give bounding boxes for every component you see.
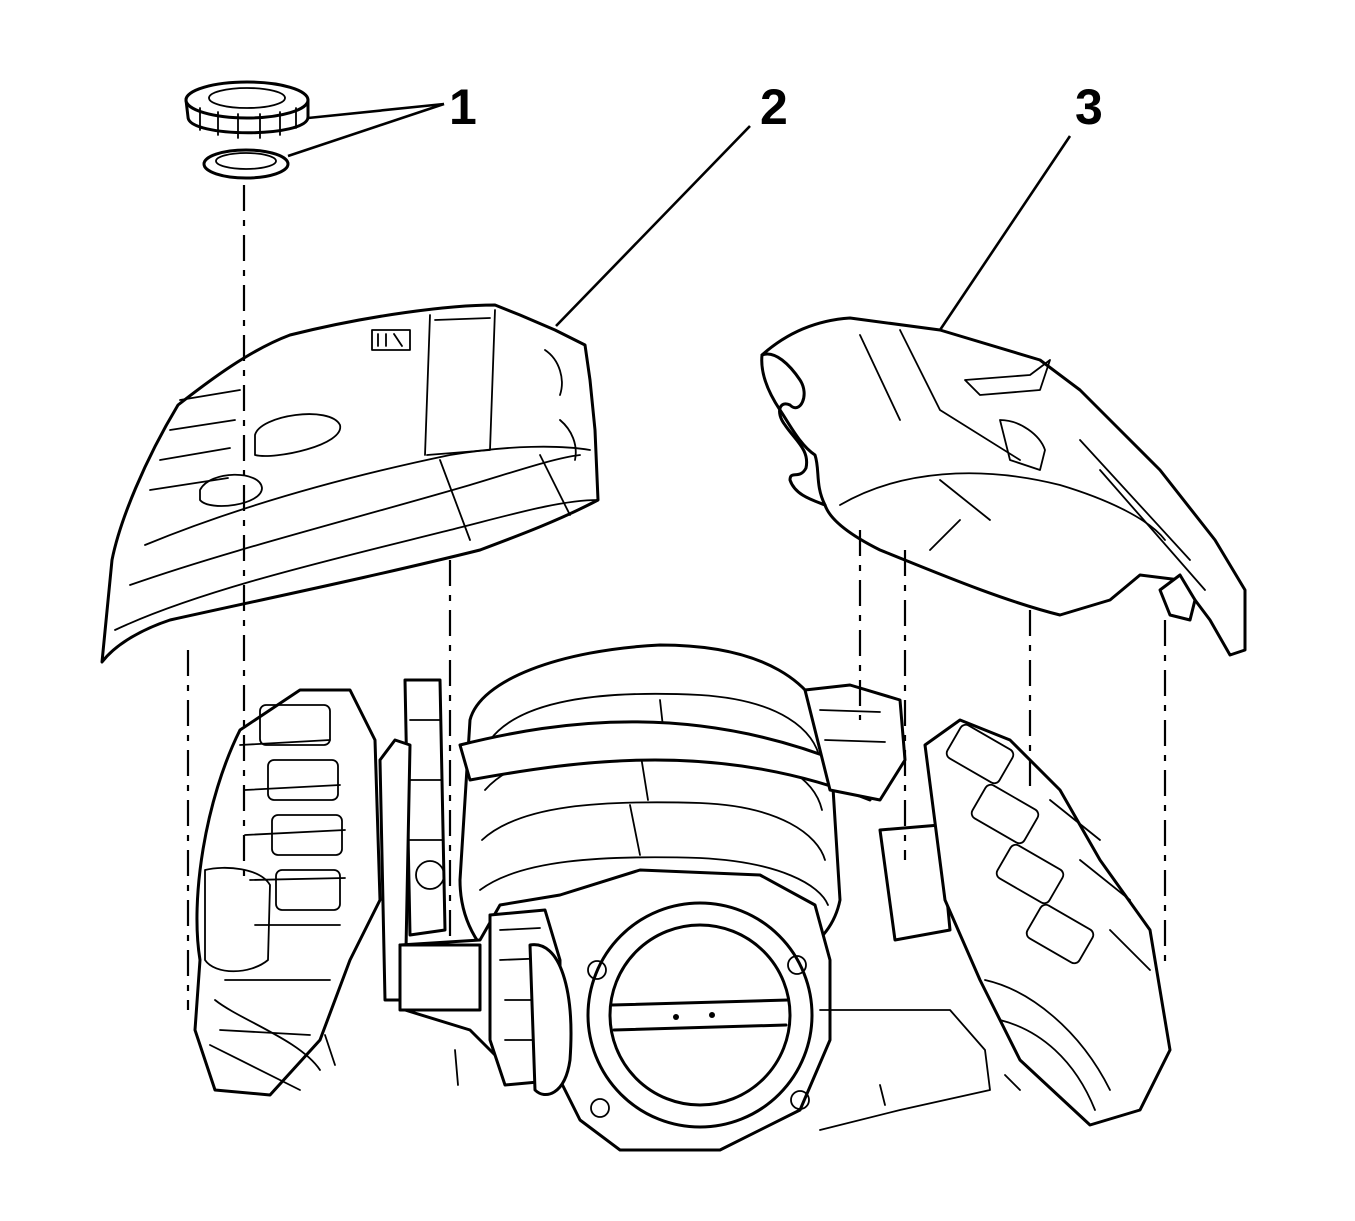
callout-1: 1	[449, 79, 477, 135]
leader-lines	[287, 102, 1072, 331]
callout-3: 3	[1075, 79, 1103, 135]
left-coil-bank	[193, 688, 382, 1097]
right-cover	[760, 316, 1247, 657]
lower-studs	[454, 1049, 886, 1106]
lower-housing-right	[819, 1009, 991, 1131]
fuel-rail-right	[803, 683, 952, 942]
left-cover	[100, 303, 600, 664]
fuel-rail-left	[378, 678, 447, 1002]
engine-assembly	[193, 643, 1172, 1152]
right-coil-bank	[923, 718, 1172, 1127]
cap-and-seal	[184, 80, 310, 180]
callout-2: 2	[760, 79, 788, 135]
alignment-lines	[186, 185, 1167, 1010]
throttle-body	[398, 868, 832, 1152]
